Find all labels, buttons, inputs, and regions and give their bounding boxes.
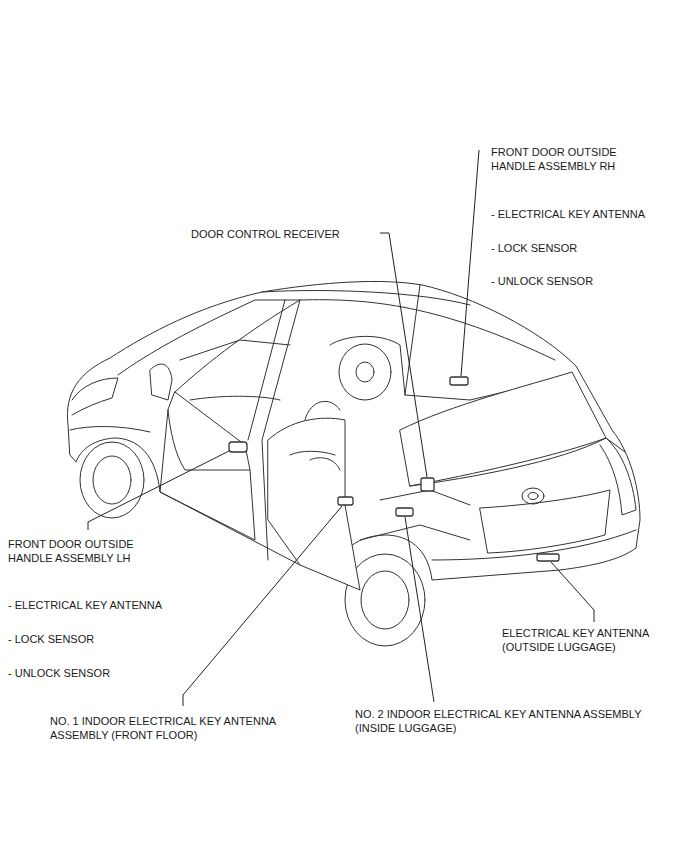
part-name: DOOR CONTROL RECEIVER (191, 227, 376, 241)
part-name: FRONT DOOR OUTSIDE HANDLE ASSEMBLY LH (8, 537, 158, 565)
body-outline (67, 281, 640, 580)
part-name: ELECTRICAL KEY ANTENNA (OUTSIDE LUGGAGE) (502, 626, 680, 654)
part-feature: - ELECTRICAL KEY ANTENNA (8, 598, 198, 612)
leader-lines (88, 150, 594, 706)
part-feature: - UNLOCK SENSOR (8, 666, 198, 680)
part-feature: - LOCK SENSOR (8, 632, 198, 646)
part-feature: - UNLOCK SENSOR (491, 274, 681, 288)
part-name: FRONT DOOR OUTSIDE HANDLE ASSEMBLY RH (491, 145, 641, 173)
part-name: NO. 2 INDOOR ELECTRICAL KEY ANTENNA ASSE… (355, 707, 645, 735)
part-feature: - ELECTRICAL KEY ANTENNA (491, 207, 681, 221)
part-name: NO. 1 INDOOR ELECTRICAL KEY ANTENNA ASSE… (50, 714, 322, 742)
part-feature: - LOCK SENSOR (491, 241, 681, 255)
